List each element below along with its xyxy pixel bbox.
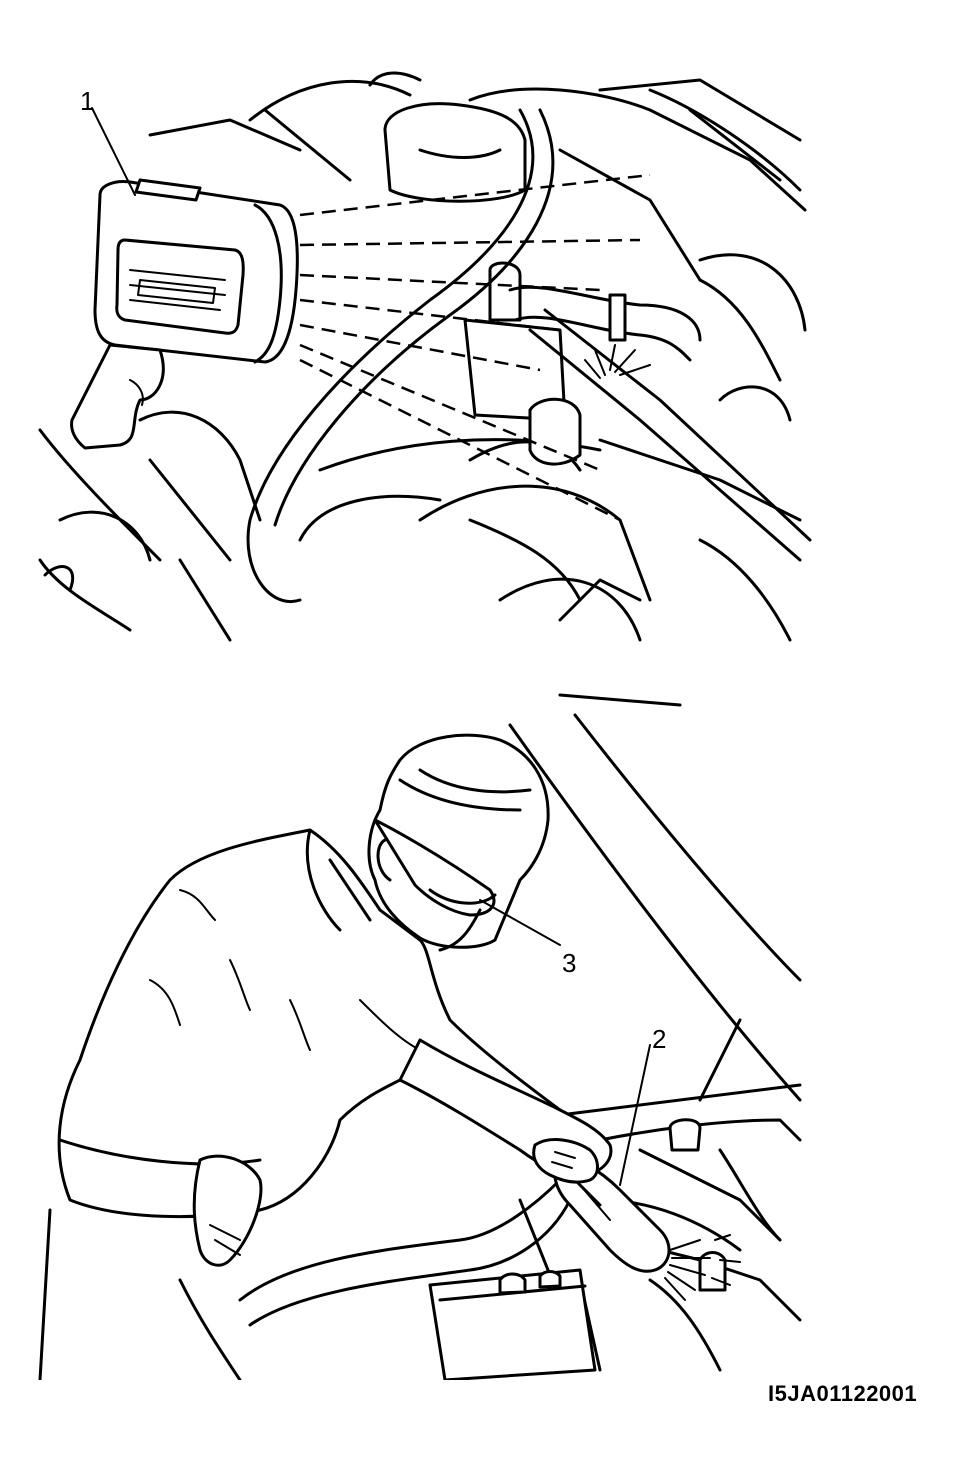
callout-dye-sprayer: 2 (652, 1024, 667, 1054)
callout-glasses: 3 (562, 948, 577, 978)
technician-illustration (38, 693, 802, 1380)
engine-bay-uv-illustration (38, 71, 812, 642)
figure-code: I5JA01122001 (768, 1381, 918, 1406)
callout-uv-lamp: 1 (80, 86, 95, 116)
